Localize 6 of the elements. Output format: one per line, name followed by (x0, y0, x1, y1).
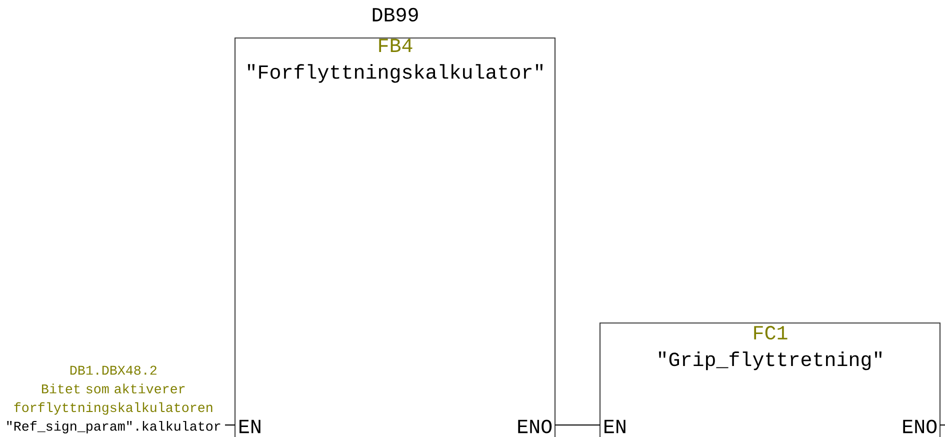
operand-label: DB1.DBX48.2 Bitet som aktiverer forflyttningskalkulatoren "Ref_sign_param".kalkulator (7, 366, 220, 434)
connection-line (225, 424, 235, 426)
function-block: DB99 FB4 "Forflyttningskalkulator" EN ENO (234, 8, 556, 437)
connection-line (940, 424, 945, 426)
function-block: FC1 "Grip_flyttretning" EN ENO (599, 322, 941, 437)
connection-line (555, 424, 600, 426)
